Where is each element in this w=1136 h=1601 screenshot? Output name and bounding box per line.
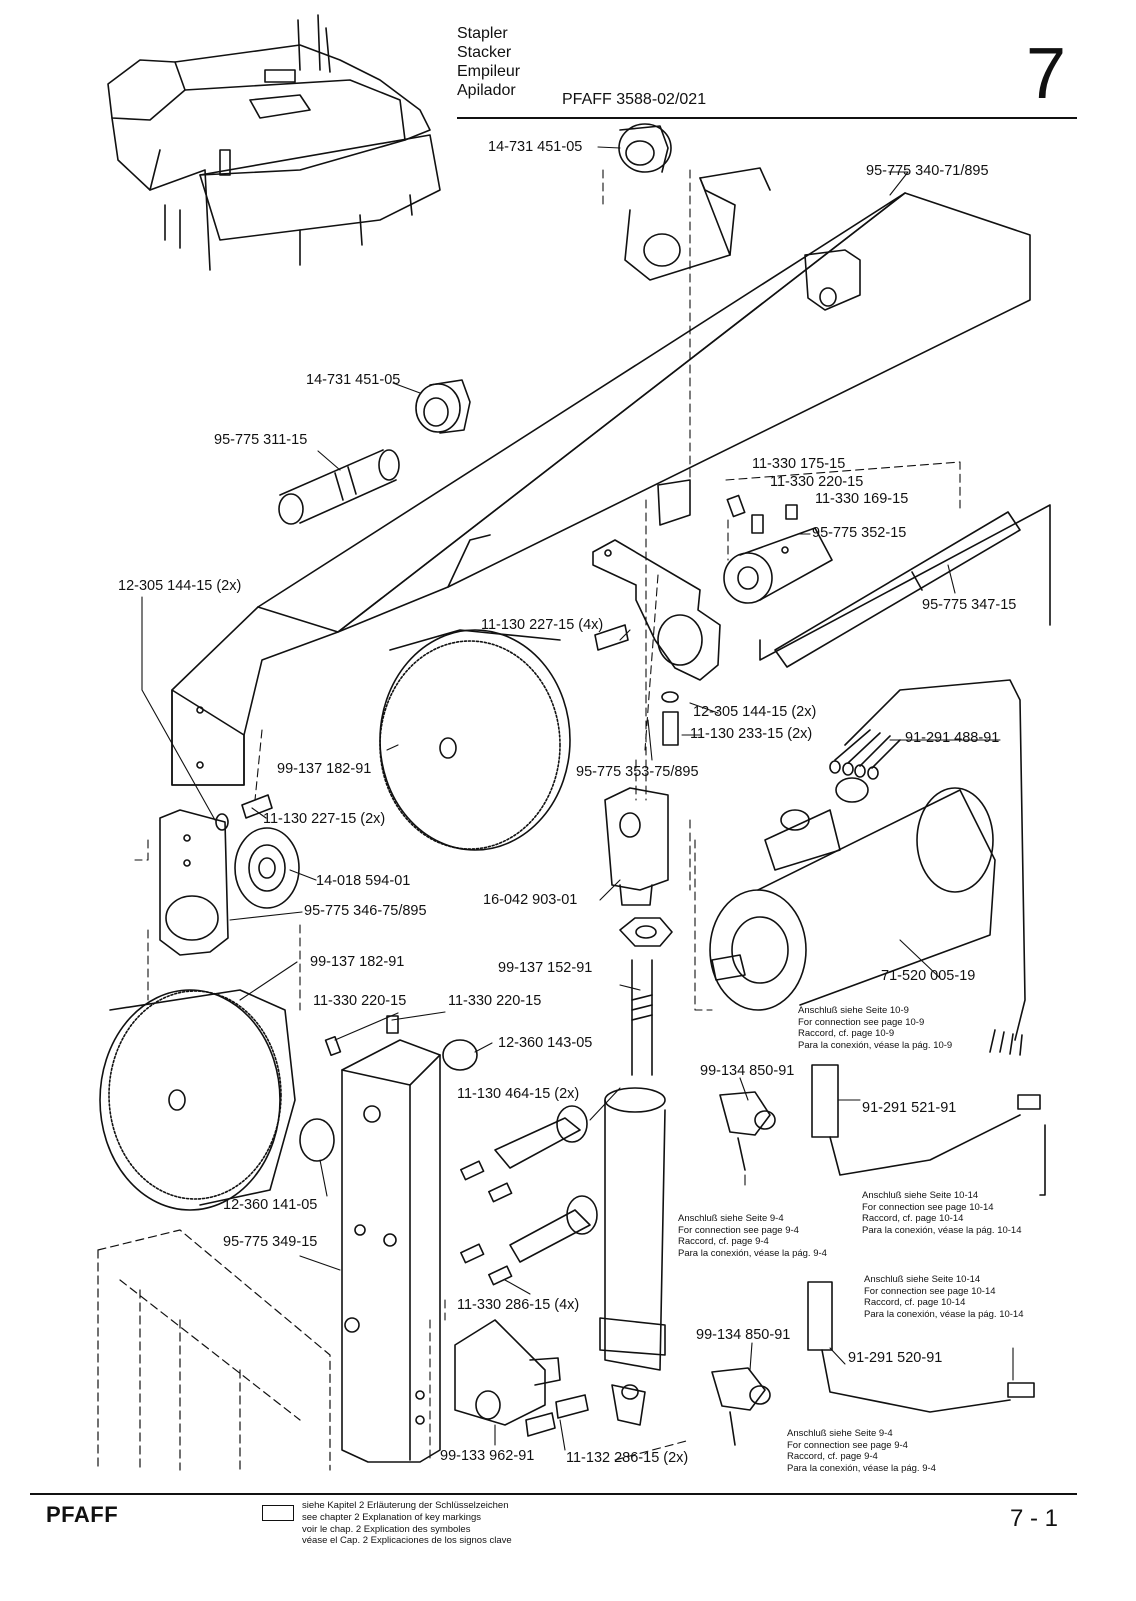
- part-label: 12-360 141-05: [223, 1197, 318, 1213]
- part-label: 95-775 352-15: [812, 525, 907, 541]
- part-label: 99-134 850-91: [700, 1063, 795, 1079]
- model-number: PFAFF 3588-02/021: [562, 91, 707, 108]
- part-label: 11-330 169-15: [815, 491, 909, 507]
- set-screws-top: [726, 494, 798, 534]
- fitting-upper: [719, 1091, 776, 1171]
- title-line-fr: Empileur: [457, 63, 521, 80]
- bracket-screws: [594, 624, 679, 746]
- wheel-lower: [99, 989, 296, 1211]
- part-label: 99-133 962-91: [440, 1448, 535, 1464]
- part-label: 14-018 594-01: [316, 873, 411, 889]
- cap-screws: [494, 1105, 598, 1263]
- axle-pin: [278, 449, 400, 525]
- part-label: 95-775 340-71/895: [866, 163, 989, 179]
- page-number: 7 - 1: [1010, 1505, 1059, 1532]
- machine-overview-thumbnail: [107, 14, 441, 271]
- part-label: 99-137 182-91: [310, 954, 405, 970]
- part-label: 99-134 850-91: [696, 1327, 791, 1343]
- part-label: 11-330 220-15: [313, 993, 407, 1009]
- title-line-de: Stapler: [457, 25, 508, 42]
- clevis: [604, 787, 669, 906]
- title-line-es: Apilador: [457, 82, 516, 99]
- leader-lines: [141, 146, 1014, 1451]
- frame-sketch: [97, 1229, 331, 1471]
- part-label: 12-305 144-15 (2x): [118, 578, 242, 594]
- part-label: 11-330 286-15 (4x): [457, 1297, 580, 1313]
- part-label: 95-775 353-75/895: [576, 764, 699, 780]
- part-label: 99-137 152-91: [498, 960, 593, 976]
- piston-rod: [631, 959, 653, 1076]
- bearing-plate: [159, 809, 229, 956]
- part-label: 91-291 521-91: [862, 1100, 957, 1116]
- bushing-upper: [618, 123, 672, 173]
- part-label: 11-130 227-15 (4x): [481, 617, 604, 633]
- part-label: 11-130 464-15 (2x): [457, 1086, 580, 1102]
- part-label: 11-330 220-15: [770, 474, 864, 490]
- part-label: 95-775 311-15: [214, 432, 308, 448]
- part-label: 95-775 347-15: [922, 597, 1017, 613]
- part-label: 11-330 220-15: [448, 993, 542, 1009]
- wheel-upper: [379, 629, 571, 851]
- part-label: 95-775 349-15: [223, 1234, 318, 1250]
- part-label: 91-291 488-91: [905, 730, 1000, 746]
- drive-shaft: [759, 504, 1051, 668]
- part-label: 95-775 346-75/895: [304, 903, 427, 919]
- part-label: 14-731 451-05: [306, 372, 401, 388]
- grub-screws: [324, 1015, 513, 1286]
- part-label: 99-137 182-91: [277, 761, 372, 777]
- title-block: Stapler Stacker Empileur Apilador: [457, 24, 520, 100]
- motor-bracket: [592, 539, 721, 681]
- sensor-cable-lower: [807, 1281, 1035, 1413]
- part-label: 71-520 005-19: [881, 968, 976, 984]
- chapter-number: 7: [1026, 34, 1067, 114]
- clevis-bracket: [454, 1319, 561, 1426]
- part-label: 16-042 903-01: [483, 892, 578, 908]
- clevis-screws: [525, 1394, 589, 1437]
- pulley: [234, 827, 300, 909]
- brand-logo: PFAFF: [46, 1502, 119, 1527]
- assembly-guide-lines: [134, 169, 961, 1461]
- part-label: 11-130 233-15 (2x): [690, 726, 813, 742]
- mounting-block: [341, 1039, 441, 1463]
- o-rings: [299, 1039, 478, 1162]
- shaft-collar: [723, 527, 833, 604]
- footer-rule: [30, 1493, 1077, 1495]
- pneumatic-cylinder: [599, 1087, 666, 1426]
- motor-cable-bundle: [829, 679, 1026, 1056]
- key-marking-box: [262, 1505, 294, 1521]
- hex-nut: [619, 917, 673, 947]
- motor: [709, 777, 996, 1011]
- stacker-arm: [171, 167, 1031, 786]
- part-label: 11-132 286-15 (2x): [566, 1450, 689, 1466]
- part-label: 14-731 451-05: [488, 139, 583, 155]
- part-label: 12-360 143-05: [498, 1035, 593, 1051]
- title-line-en: Stacker: [457, 44, 512, 61]
- part-label: 12-305 144-15 (2x): [693, 704, 817, 720]
- fitting-lower: [711, 1367, 771, 1446]
- part-label: 11-330 175-15: [752, 456, 846, 472]
- sensor-cable-upper: [811, 1064, 1046, 1196]
- part-label: 11-130 227-15 (2x): [263, 811, 386, 827]
- part-label: 91-291 520-91: [848, 1350, 943, 1366]
- bushing-lower: [415, 379, 471, 434]
- small-washer-screw: [215, 794, 273, 831]
- key-markings-note: siehe Kapitel 2 Erläuterung der Schlüsse…: [302, 1500, 512, 1547]
- header-rule: [457, 117, 1077, 119]
